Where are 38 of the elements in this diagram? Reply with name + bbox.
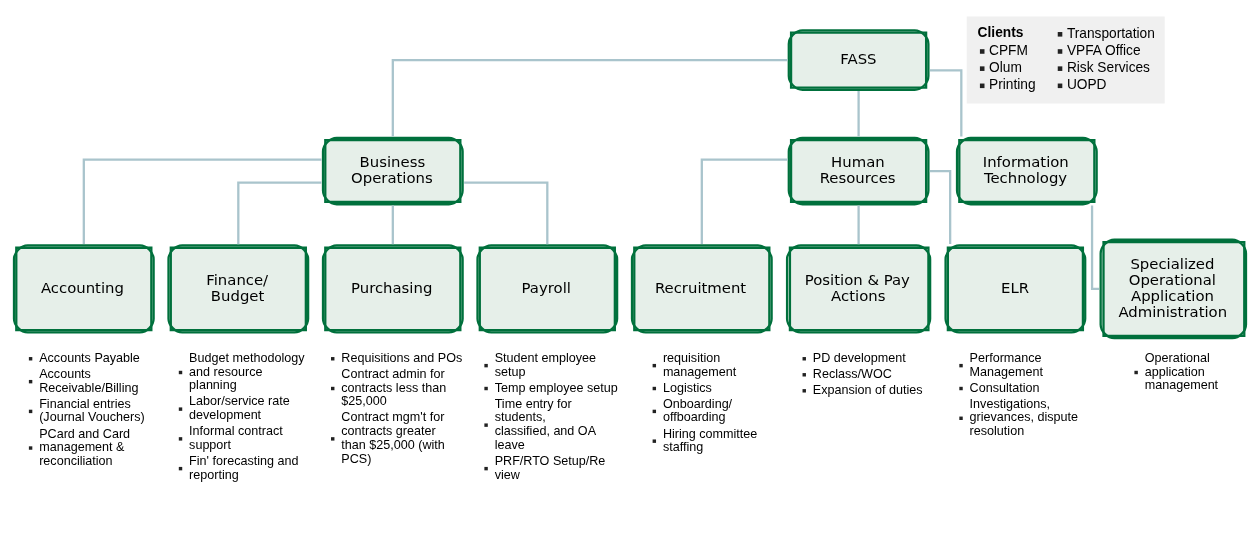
node-label: requisition management (662, 350, 737, 379)
node-label: Temp employee setup (494, 380, 618, 395)
node-label: Hiring committee staffing (662, 426, 758, 455)
node-label: PRF/RTO Setup/Re view (494, 453, 606, 482)
node-label: Operational application management (1144, 350, 1219, 393)
node-label: Accounts Receivable/Billing (39, 366, 139, 395)
node-label: Fin' forecasting and reporting (189, 453, 299, 482)
connector (237, 181, 322, 245)
node-label: Financial entries (Journal Vouchers) (39, 396, 145, 425)
node-label: Contract admin for contracts less than $25,000 (341, 366, 447, 409)
node-label: Student employee setup (494, 350, 597, 379)
node-label: Accounts Payable (39, 350, 140, 365)
node-label: Expansion of duties (812, 383, 923, 398)
node-label: Time entry for students, classified, and OA leave (494, 396, 597, 452)
connector (464, 181, 549, 245)
node-label: Reclass/WOC (812, 366, 892, 381)
node-label: Investigations, grievances, dispute resolution (969, 396, 1078, 439)
connector (1090, 205, 1099, 291)
connector (391, 205, 394, 245)
connector (82, 158, 322, 245)
node-label: Labor/service rate development (189, 394, 290, 423)
connector (857, 91, 860, 137)
node-label: Consultation (969, 380, 1040, 395)
node-label: Budget methodology and resource planning (189, 350, 305, 393)
connector (857, 205, 860, 245)
node-label: PD development (812, 350, 906, 365)
node-label: Performance Management (969, 350, 1044, 379)
node-label: Requisitions and POs (341, 350, 463, 365)
connector (929, 69, 963, 137)
node-label: Logistics (662, 380, 712, 395)
connector (700, 158, 788, 245)
node-label: Informal contract support (189, 424, 283, 452)
node-label: PCard and Card management & reconciliation (39, 426, 131, 468)
connector (391, 58, 788, 137)
connector (929, 169, 952, 245)
node-label: Onboarding/ offboarding (662, 396, 733, 425)
node-box: Clients CPFM Olum Printing Transportation VPFA Office Risk Services UOPD (966, 16, 1165, 104)
node-label: Contract mgm't for contracts greater than $25,000 (with PCS) (341, 410, 445, 466)
